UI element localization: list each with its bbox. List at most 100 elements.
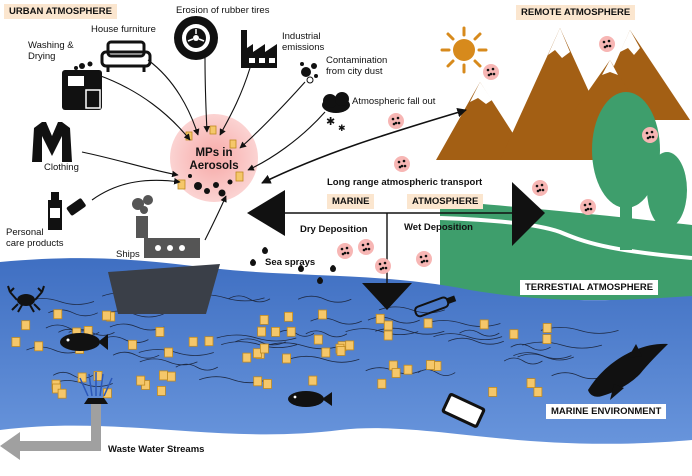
microplastic-particle (284, 311, 294, 322)
washing-machine-icon (62, 61, 102, 110)
seaweed-strand (424, 320, 501, 327)
tires-label: Erosion of rubber tires (176, 5, 270, 16)
microplastic-particle (102, 310, 111, 321)
seaweed-strand (510, 343, 551, 351)
sea-sprays-label: Sea sprays (265, 257, 316, 268)
seaweed-strand (228, 295, 271, 303)
seaweed-strand (459, 329, 500, 337)
pink-particle (532, 180, 548, 196)
microplastic-particle (156, 385, 166, 396)
ship-icon (108, 195, 220, 314)
microplastic-particle (383, 330, 393, 341)
region-remote-label: REMOTE ATMOSPHERE (516, 5, 636, 20)
drain-pipe-icon (0, 372, 113, 460)
seaweed-strand (112, 351, 160, 359)
microplastic-particle (391, 368, 401, 378)
tire-icon (174, 16, 218, 60)
pink-particle (394, 156, 410, 172)
microplastic-particle (542, 323, 552, 333)
fish-icon (60, 333, 108, 351)
bottle-icon (414, 295, 457, 318)
pink-particle (388, 113, 404, 129)
atmospheric-microplastics (337, 36, 658, 274)
region-terrestial-label: TERRESTIAL ATMOSPHERE (520, 280, 659, 295)
microplastic-particle (345, 340, 355, 351)
microplastic-particle (282, 353, 292, 364)
region-marine-env-label: MARINE ENVIRONMENT (546, 404, 667, 419)
microplastic-particle (526, 378, 536, 389)
pink-particle (337, 243, 353, 259)
microplastic-particle (403, 364, 413, 375)
microplastic-particle (166, 371, 176, 382)
microplastic-particle (34, 341, 44, 352)
sofa-icon (100, 40, 152, 72)
city-dust-label: Contamination from city dust (326, 55, 388, 77)
microplastic-particle (383, 320, 393, 331)
dry-deposition-label: Dry Deposition (300, 224, 368, 235)
microplastic-particle (488, 386, 498, 397)
dolphin-icon (588, 343, 668, 400)
jacket-icon (32, 122, 72, 162)
seaweed-strand (433, 333, 503, 340)
pink-particle (599, 36, 615, 52)
microplastic-particle (93, 370, 103, 381)
atmosphere-label: ATMOSPHERE (407, 194, 484, 209)
svg-text:✱: ✱ (338, 124, 346, 134)
house-furniture-label: House furniture (91, 24, 156, 35)
seaweed-strand (234, 338, 286, 346)
washing-drying-label: Washing & Drying (28, 40, 74, 62)
sea-spray-drops (250, 247, 336, 284)
seaweed-strand (517, 353, 574, 361)
microplastic-particle (509, 329, 519, 340)
seaweed-strand (345, 328, 419, 335)
microplastic-particle (128, 339, 137, 350)
aerosol-particles (177, 125, 244, 197)
seaweed-strand (417, 369, 456, 376)
microplastic-particle (21, 320, 31, 331)
microplastic-particle (11, 337, 21, 347)
seaweed-strand (138, 349, 214, 356)
pink-particle (642, 127, 658, 143)
microplastic-particle (259, 343, 269, 354)
seaweed-strand (221, 341, 298, 348)
pink-particle (483, 64, 499, 80)
microplastic-particle (533, 387, 543, 397)
cosmetic-bottle-icon (48, 192, 86, 230)
pink-particle (375, 258, 391, 274)
microplastic-particle (377, 378, 387, 389)
seaweed-strand (522, 341, 603, 349)
microplastic-particle (155, 326, 165, 337)
region-urban-label: URBAN ATMOSPHERE (4, 4, 117, 19)
seaweed-strand (52, 371, 94, 379)
seaweed-strand (310, 317, 362, 325)
microplastic-particle (426, 360, 435, 370)
wet-deposition-label: Wet Deposition (404, 222, 473, 233)
seabed-wave (0, 425, 692, 476)
microplastic-particle (52, 383, 61, 394)
dust-icon (300, 62, 318, 84)
pink-particle (358, 239, 374, 255)
pink-particle (416, 251, 432, 267)
factory-icon (241, 30, 277, 68)
crab-icon (7, 285, 45, 313)
seaweed-strand (139, 358, 198, 366)
waste-water-label: Waste Water Streams (108, 444, 205, 455)
pink-particle (580, 199, 596, 215)
microplastic-particle (253, 376, 263, 387)
microplastic-particle (259, 314, 269, 325)
microplastic-particle (271, 326, 281, 337)
trees (592, 92, 687, 250)
microplastic-particle (204, 336, 214, 347)
long-range-label: Long range atmospheric transport (327, 177, 483, 188)
seaweed-strand (540, 327, 619, 334)
transport-triangles (247, 182, 545, 310)
microplastic-particle (263, 379, 272, 389)
mps-aerosols-label: MPs in Aerosols (189, 147, 239, 172)
cloud-icon: ✱ ✱ (322, 92, 350, 134)
microplastic-particle (164, 347, 174, 358)
microplastic-particle (321, 347, 331, 358)
microplastic-particle (542, 334, 552, 345)
long-range-arrow (261, 107, 467, 184)
microplastic-particle (188, 336, 198, 347)
microplastic-particle (53, 309, 63, 320)
